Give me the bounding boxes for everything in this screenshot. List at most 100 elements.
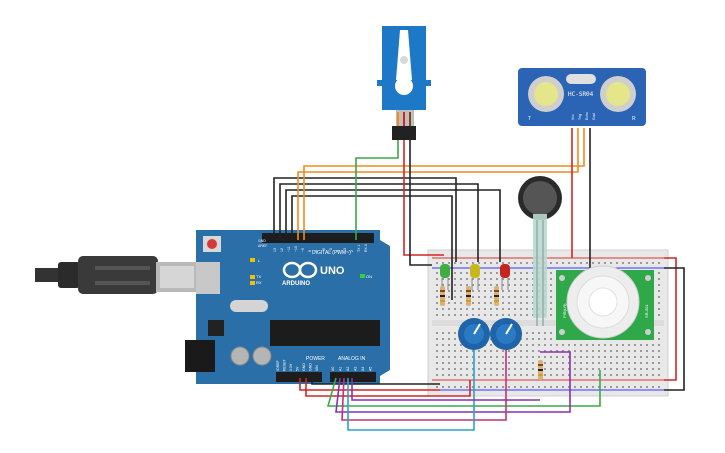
breadboard-hole xyxy=(562,344,564,346)
potentiometer[interactable] xyxy=(458,318,490,350)
breadboard-hole xyxy=(574,362,576,364)
power-jack xyxy=(185,340,215,372)
breadboard-hole xyxy=(532,368,534,370)
breadboard-hole xyxy=(484,350,486,352)
breadboard-hole xyxy=(592,344,594,346)
breadboard-hole xyxy=(460,386,462,388)
breadboard-hole xyxy=(574,350,576,352)
breadboard-hole xyxy=(448,262,450,264)
breadboard-hole xyxy=(484,362,486,364)
breadboard-hole xyxy=(532,356,534,358)
breadboard-hole xyxy=(550,362,552,364)
power-label: POWER xyxy=(306,356,325,362)
breadboard-hole xyxy=(496,278,498,280)
breadboard-hole xyxy=(508,262,510,264)
breadboard-hole xyxy=(556,374,558,376)
breadboard-hole xyxy=(550,344,552,346)
breadboard-hole xyxy=(436,344,438,346)
breadboard-hole xyxy=(490,386,492,388)
breadboard-hole xyxy=(634,362,636,364)
breadboard-hole xyxy=(634,374,636,376)
breadboard-hole xyxy=(502,290,504,292)
breadboard-hole xyxy=(448,386,450,388)
resistor[interactable] xyxy=(538,360,543,380)
led-yellow[interactable] xyxy=(470,264,480,290)
breadboard-hole xyxy=(454,272,456,274)
servo-horn[interactable] xyxy=(396,30,412,80)
wire-black xyxy=(273,177,457,262)
breadboard-hole xyxy=(436,262,438,264)
breadboard-hole xyxy=(478,308,480,310)
breadboard-hole xyxy=(454,296,456,298)
breadboard-hole xyxy=(472,356,474,358)
breadboard-hole xyxy=(508,302,510,304)
breadboard-hole xyxy=(520,308,522,310)
breadboard-hole xyxy=(652,386,654,388)
breadboard-hole xyxy=(520,284,522,286)
ultrasonic-model-text: HC-SR04 xyxy=(568,91,594,98)
breadboard-hole xyxy=(514,314,516,316)
breadboard-hole xyxy=(484,272,486,274)
breadboard-hole xyxy=(574,374,576,376)
arduino-uno-board[interactable]: ARDUINO UNO DIGITAL (PWM~) POWER ANALOG … xyxy=(185,230,390,384)
pin-label: TX 1 xyxy=(357,245,361,252)
wire-black xyxy=(409,140,432,266)
breadboard-hole xyxy=(478,284,480,286)
usb-jack xyxy=(196,262,220,294)
breadboard-hole xyxy=(436,350,438,352)
breadboard-hole xyxy=(616,368,618,370)
breadboard-hole xyxy=(520,272,522,274)
breadboard-hole xyxy=(604,262,606,264)
usb-cable xyxy=(35,256,198,294)
breadboard-hole xyxy=(610,362,612,364)
breadboard-hole xyxy=(640,368,642,370)
breadboard-hole xyxy=(550,272,552,274)
servo-motor[interactable] xyxy=(377,26,431,140)
breadboard-hole xyxy=(544,344,546,346)
breadboard-hole xyxy=(520,278,522,280)
wire-green xyxy=(355,140,399,240)
pin-label: GND xyxy=(309,363,313,371)
breadboard-hole xyxy=(520,374,522,376)
breadboard-hole xyxy=(628,386,630,388)
breadboard-hole xyxy=(442,344,444,346)
pir-motion-sensor[interactable]: PIR(LR) SR-501 xyxy=(556,265,654,340)
breadboard-hole xyxy=(652,362,654,364)
breadboard-hole xyxy=(646,344,648,346)
breadboard-hole xyxy=(610,368,612,370)
breadboard-hole xyxy=(502,302,504,304)
breadboard-hole xyxy=(478,362,480,364)
breadboard-hole xyxy=(448,308,450,310)
breadboard-hole xyxy=(484,368,486,370)
breadboard-hole xyxy=(442,362,444,364)
resistor[interactable] xyxy=(466,286,471,306)
ultrasonic-pin-label: Echo xyxy=(585,112,589,120)
force-sensitive-resistor[interactable] xyxy=(518,176,562,326)
led-red[interactable] xyxy=(500,264,510,290)
breadboard-hole xyxy=(598,368,600,370)
reset-button-cap[interactable] xyxy=(207,239,217,249)
resistor[interactable] xyxy=(494,286,499,306)
breadboard-hole xyxy=(448,302,450,304)
breadboard-hole xyxy=(484,302,486,304)
breadboard-hole xyxy=(514,356,516,358)
breadboard-hole xyxy=(586,368,588,370)
breadboard-hole xyxy=(490,296,492,298)
breadboard-hole xyxy=(658,332,660,334)
potentiometer[interactable] xyxy=(490,318,522,350)
breadboard-hole xyxy=(544,332,546,334)
breadboard-hole xyxy=(586,356,588,358)
breadboard-hole xyxy=(454,308,456,310)
breadboard-hole xyxy=(454,290,456,292)
breadboard-hole xyxy=(478,368,480,370)
breadboard-hole xyxy=(466,386,468,388)
wire-purple xyxy=(335,351,571,413)
wire-orange xyxy=(297,128,579,240)
resistor[interactable] xyxy=(440,286,445,306)
breadboard-hole xyxy=(472,308,474,310)
pin-label: 12 xyxy=(280,248,284,252)
pin-label: A4 xyxy=(361,367,365,371)
breadboard-hole xyxy=(454,332,456,334)
